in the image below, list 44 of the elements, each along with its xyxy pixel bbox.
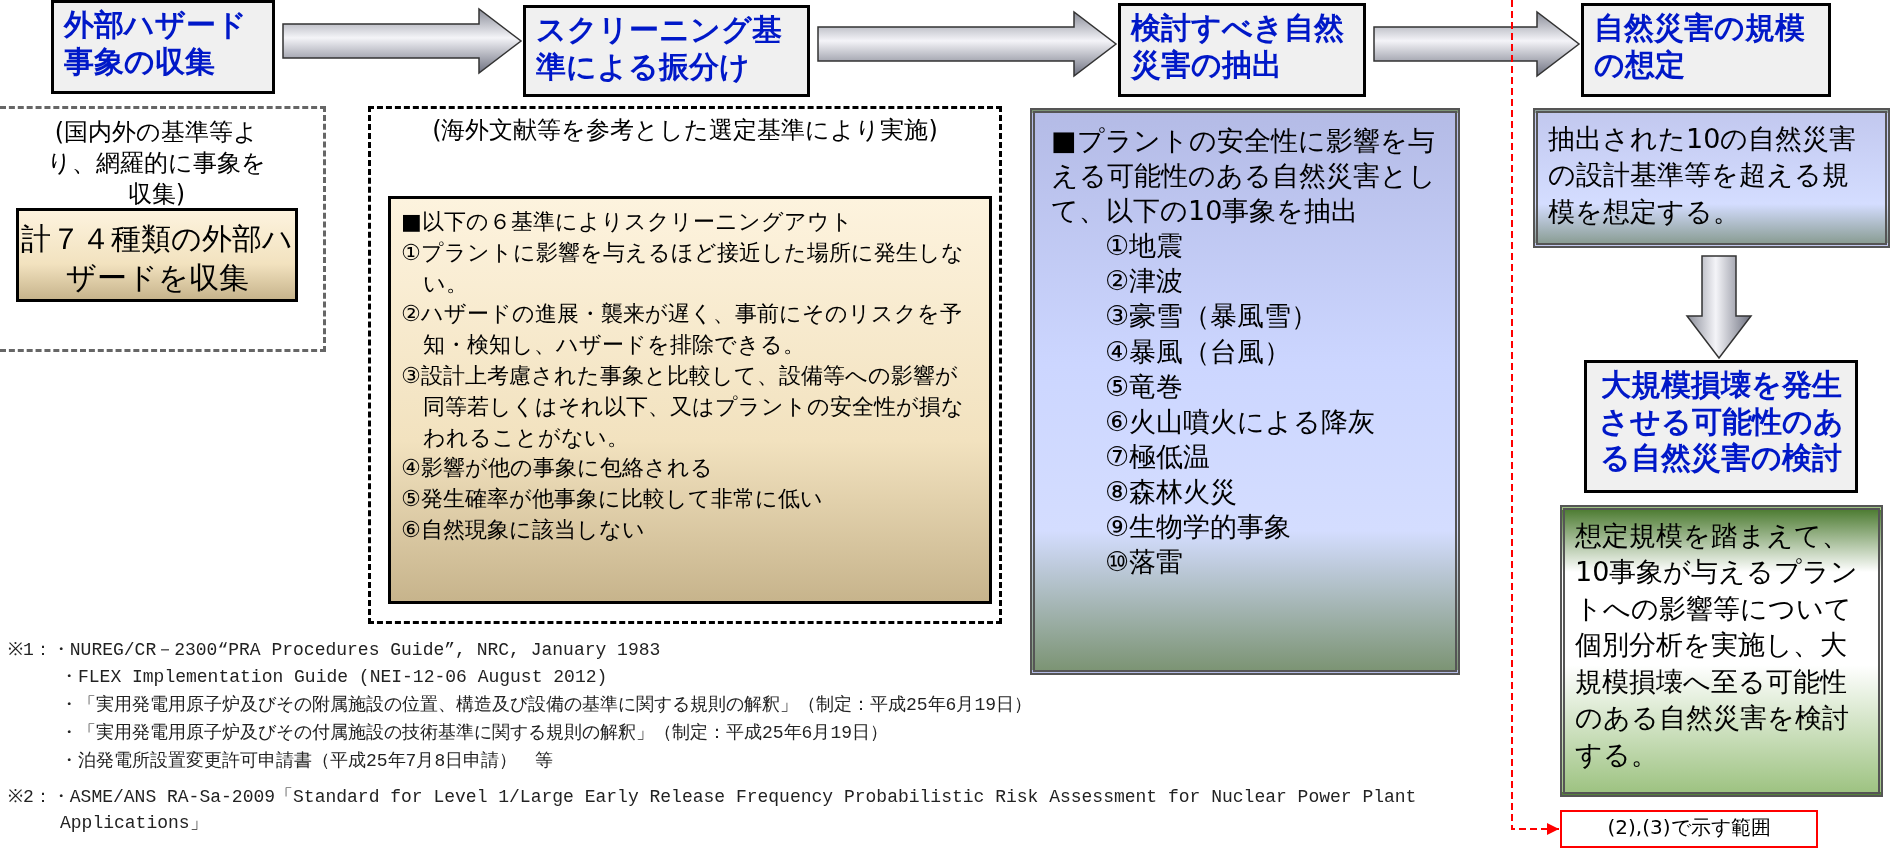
note-text: (国内外の基準等より、網羅的に事象を収集) <box>46 117 267 211</box>
footnote-text: ・泊発電所設置変更許可申請書（平成25年7月8日申請） 等 <box>60 750 554 772</box>
list-item: ⑧森林火災 <box>1104 474 1239 509</box>
list-item: ⑦極低温 <box>1104 439 1212 474</box>
heading-text: ■プラントの安全性に影響を与える可能性のある自然災害として、以下の10事象を抽出 <box>1051 124 1437 229</box>
list-item: ⑤発生確率が他事象に比較して非常に低い <box>401 485 824 514</box>
block-arrow <box>1685 255 1753 360</box>
footnote-text: ※1：・NUREG/CR－2300“PRA Procedures Guide”, NRC, January 1983 <box>8 639 661 661</box>
list-item: ②ハザードの進展・襲来が遅く、事前にそのリスクを予知・検知し、ハザードを排除できる。 <box>401 300 963 360</box>
footnote-text: ※2：・ASME/ANS RA-Sa-2009「Standard for Level 1/Large Early Release Frequency Probabilistic Risk Assessment for Nuclear Power Plant Applications」 <box>8 786 1418 836</box>
list-item: ⑤竜巻 <box>1104 369 1185 404</box>
criteria-box <box>388 196 992 604</box>
block-arrow <box>282 7 523 75</box>
list-item: ③豪雪（暴風雪） <box>1104 299 1320 334</box>
list-item: ③設計上考慮された事象と比較して、設備等への影響が同等若しくはそれ以下、又はプラントの安全性が損なわれることがない。 <box>401 362 965 452</box>
note-text: (海外文献等を参考とした選定基準により実施) <box>431 115 939 146</box>
dashed-arrow <box>1511 0 1560 835</box>
list-item: ④影響が他の事象に包絡される <box>401 454 714 483</box>
criteria-box: 計７４種類の外部ハザードを収集 <box>16 208 298 302</box>
list-item: ⑨生物学的事象 <box>1104 510 1293 545</box>
step-heading: 検討すべき自然災害の抽出 <box>1118 3 1366 97</box>
step-heading: 大規模損壊を発生させる可能性のある自然災害の検討 <box>1584 360 1858 493</box>
scope-note: (2),(3)で示す範囲 <box>1560 810 1818 848</box>
dashed-frame <box>368 106 1002 624</box>
footnote-text: ・「実用発電用原子炉及びその附属施設の位置、構造及び設備の基準に関する規則の解釈」（制定：平成25年6月19日） <box>60 694 1032 716</box>
list-item: ⑥火山噴火による降灰 <box>1104 404 1377 439</box>
list-item: ④暴風（台風） <box>1104 334 1293 369</box>
dashed-frame <box>0 106 326 352</box>
list-item: ⑥自然現象に該当しない <box>401 515 646 544</box>
list-item: ①地震 <box>1104 229 1185 264</box>
list-item: ⑩落雷 <box>1104 545 1185 580</box>
description-box: 想定規模を踏まえて、10事象が与えるプラントへの影響等について個別分析を実施し、大規模損壊へ至る可能性のある自然災害を検討する。 <box>1560 505 1883 797</box>
footnote-text: ・「実用発電用原子炉及びその付属施設の技術基準に関する規則の解釈」（制定：平成25年6月19日） <box>60 722 888 744</box>
footnote-text: ・FLEX Implementation Guide (NEI-12-06 August 2012) <box>60 666 608 688</box>
list-item: ①プラントに影響を与えるほど接近した場所に発生しない。 <box>401 238 965 298</box>
block-arrow <box>1373 10 1581 78</box>
step-heading: スクリーニング基準による振分け <box>523 5 810 97</box>
heading-text: ■以下の６基準によりスクリーニングアウト <box>401 208 854 236</box>
step-heading: 外部ハザード事象の収集 <box>51 0 275 94</box>
list-box <box>1030 108 1460 675</box>
block-arrow <box>817 10 1118 78</box>
description-box: 抽出された10の自然災害の設計基準等を超える規模を想定する。 <box>1533 108 1890 248</box>
list-item: ②津波 <box>1104 264 1185 299</box>
step-heading: 自然災害の規模の想定 <box>1581 3 1831 97</box>
